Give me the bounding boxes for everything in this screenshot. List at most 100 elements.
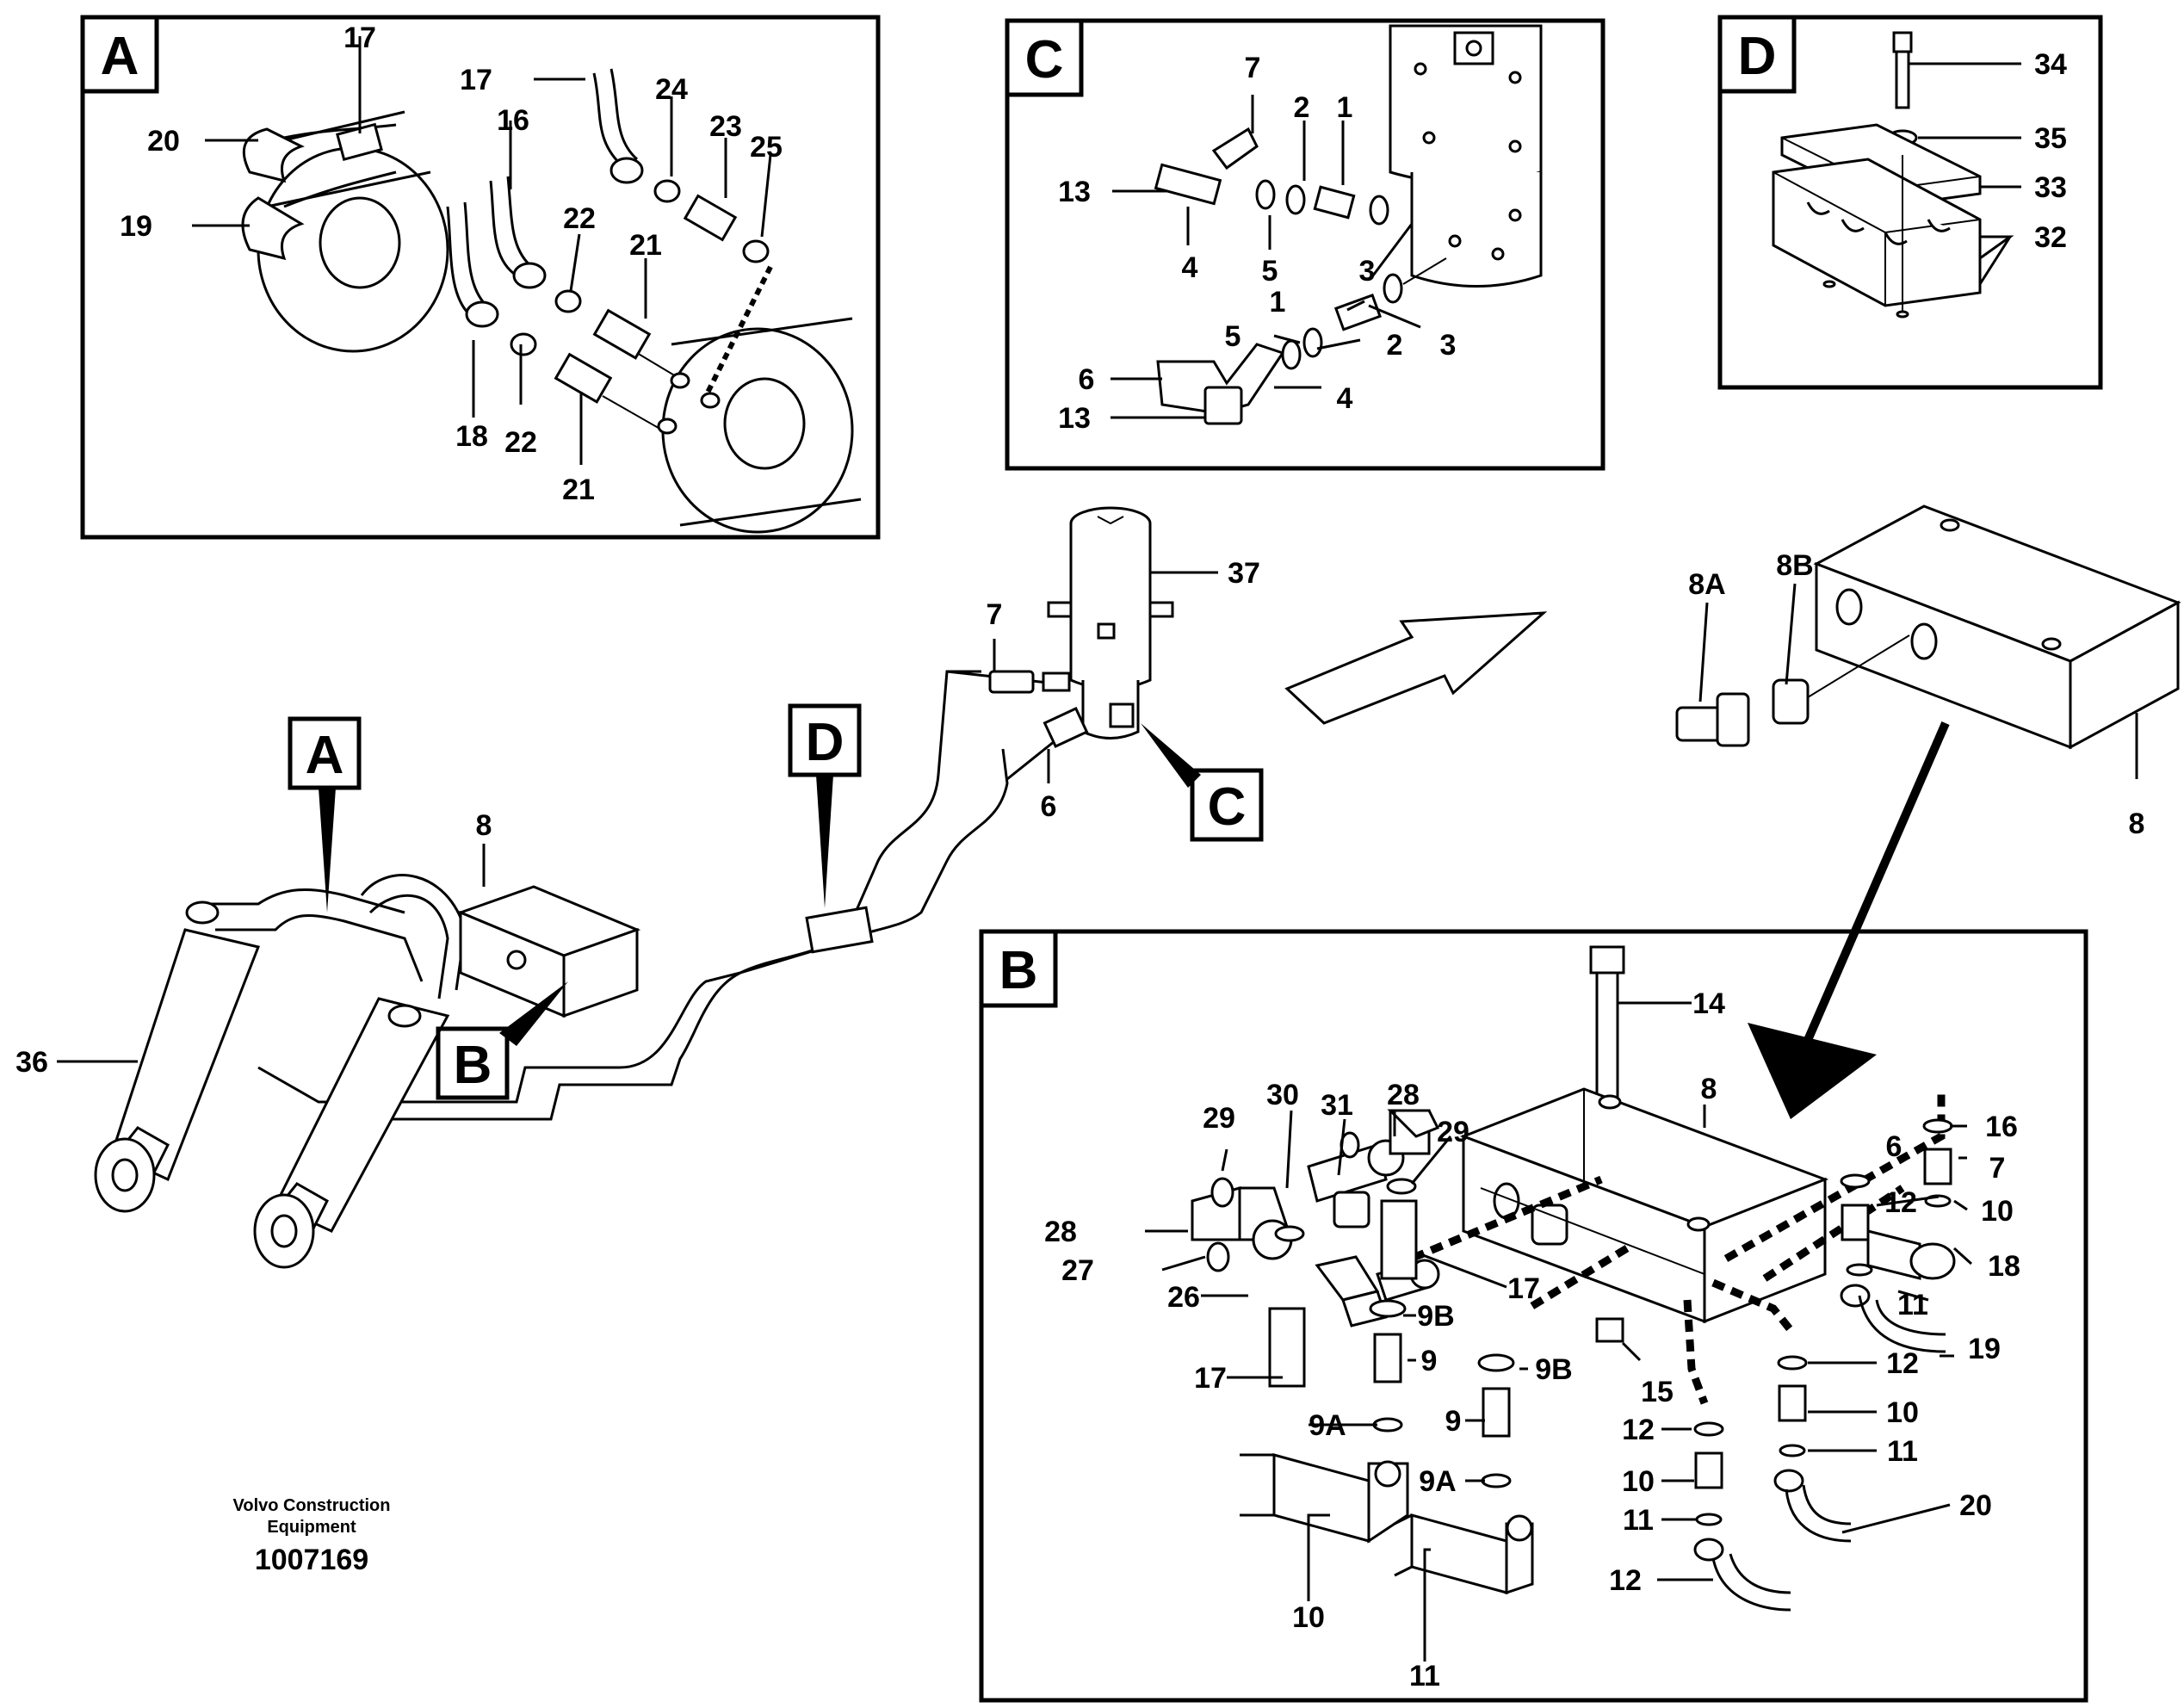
- view-a-label-10: 21: [629, 229, 662, 262]
- view-b-label-11: 17: [1194, 1362, 1227, 1395]
- view-a-label-1: 17: [343, 22, 376, 54]
- view-a-label-8: 25: [750, 131, 783, 164]
- view-b-label-6: 30: [1266, 1079, 1299, 1111]
- view-b-label-13: 9B: [1417, 1300, 1454, 1333]
- view-a-components: [241, 68, 862, 534]
- down-arrow-icon: [1748, 1023, 1877, 1119]
- view-b-label-24: 10: [1292, 1601, 1325, 1634]
- detail-title-box-d: [1717, 15, 1797, 94]
- view-a-label-3: 19: [120, 210, 152, 243]
- view-a-label-2: 20: [147, 125, 180, 158]
- view-c-label-4: 13: [1058, 176, 1091, 208]
- view-b-label-34: 12: [1886, 1347, 1919, 1380]
- view-c-label-13: 13: [1058, 402, 1091, 435]
- main-label-7: 7: [987, 598, 1003, 631]
- main-label-6: 6: [1041, 790, 1057, 823]
- cylinders-36: [94, 900, 450, 1269]
- main-label-37: 37: [1228, 557, 1260, 590]
- view-b-label-4: 31: [1321, 1089, 1353, 1122]
- view-b-label-37: 20: [1959, 1489, 1992, 1522]
- main-label-8b: 8B: [1776, 549, 1813, 582]
- view-b-label-32: 18: [1988, 1250, 2020, 1283]
- view-b-label-26: 16: [1985, 1111, 2018, 1143]
- detail-title-box-a: [80, 15, 159, 94]
- drawing-number: 1007169: [255, 1544, 368, 1576]
- view-a-label-6: 24: [655, 73, 688, 106]
- detail-title-b: B: [999, 941, 1038, 1000]
- view-b-label-23: 12: [1609, 1564, 1642, 1597]
- detail-view-c: C 7 2: [1005, 18, 1606, 471]
- callout-box-c: [1190, 768, 1264, 842]
- view-b-label-20: 12: [1622, 1414, 1655, 1446]
- callout-a: A: [306, 726, 344, 785]
- view-d-label-1: 34: [2034, 48, 2067, 81]
- view-b-label-30: 10: [1981, 1195, 2014, 1228]
- view-b-label-5: 29: [1437, 1116, 1469, 1148]
- main-label-8-right: 8: [2129, 808, 2145, 840]
- callout-b: B: [454, 1036, 492, 1095]
- view-a-label-12: 22: [504, 426, 537, 459]
- view-a-label-11: 18: [455, 420, 488, 453]
- view-c-label-10: 5: [1225, 320, 1241, 353]
- view-b-label-9: 27: [1061, 1254, 1094, 1287]
- valve-block-8-detail: [1675, 504, 2181, 750]
- view-b-label-21: 10: [1622, 1465, 1655, 1498]
- view-d-label-3: 33: [2034, 171, 2067, 204]
- view-c-label-7: 3: [1359, 255, 1376, 288]
- detail-view-d: D 34 35 33 32: [1717, 15, 2103, 390]
- view-b-label-15: 9B: [1535, 1353, 1572, 1386]
- detail-title-c: C: [1025, 30, 1064, 90]
- view-b-label-28: 7: [1989, 1152, 2006, 1185]
- view-c-label-6: 5: [1262, 255, 1278, 288]
- view-c-components: [1154, 24, 1543, 425]
- view-b-label-14: 9: [1421, 1345, 1438, 1377]
- detail-frame-b: [979, 929, 2088, 1703]
- view-b-label-7: 29: [1203, 1102, 1235, 1135]
- view-b-label-10: 26: [1167, 1281, 1200, 1314]
- view-b-label-27: 6: [1886, 1130, 1902, 1163]
- view-c-label-8: 1: [1270, 286, 1286, 319]
- main-label-8: 8: [476, 809, 492, 842]
- view-a-label-13: 21: [562, 473, 595, 506]
- view-c-label-14: 4: [1337, 382, 1353, 415]
- view-b-label-1: 14: [1692, 987, 1725, 1020]
- view-b-label-19: 15: [1641, 1376, 1674, 1408]
- view-a-label-5: 16: [497, 104, 529, 137]
- view-a-label-9: 22: [563, 202, 596, 235]
- view-b-label-22: 11: [1623, 1504, 1654, 1537]
- view-a-label-7: 23: [709, 110, 742, 143]
- swivel-37: [1047, 506, 1174, 740]
- view-b-label-29: 12: [1884, 1186, 1917, 1219]
- main-label-36: 36: [15, 1046, 48, 1079]
- callout-d: D: [806, 713, 845, 772]
- view-b-label-18: 9A: [1419, 1465, 1456, 1498]
- detail-frame-c: [1005, 18, 1606, 471]
- view-b-label-8: 28: [1044, 1216, 1077, 1248]
- view-b-label-3: 28: [1387, 1079, 1420, 1111]
- view-d-label-4: 32: [2034, 221, 2067, 254]
- view-b-label-25: 11: [1409, 1660, 1440, 1693]
- view-b-label-16: 9: [1445, 1405, 1462, 1438]
- credit-line-1: Volvo Construction: [233, 1496, 391, 1515]
- main-overview: 8A 8B 8: [15, 504, 2181, 1576]
- detail-title-box-c: [1005, 18, 1084, 97]
- detail-title-a: A: [101, 27, 139, 86]
- callout-box-b: [436, 1026, 510, 1100]
- detail-title-d: D: [1738, 27, 1777, 86]
- callout-c: C: [1208, 777, 1247, 837]
- credit-line-2: Equipment: [267, 1518, 356, 1537]
- view-c-label-11: 2: [1387, 329, 1403, 362]
- view-c-label-3: 1: [1337, 91, 1353, 124]
- view-c-label-2: 2: [1294, 91, 1310, 124]
- view-b-label-33: 19: [1968, 1333, 2001, 1365]
- view-b-label-12: 17: [1507, 1272, 1540, 1305]
- view-b-label-36: 11: [1887, 1435, 1918, 1468]
- view-b-label-35: 10: [1886, 1396, 1919, 1429]
- view-a-label-4: 17: [460, 64, 492, 96]
- view-b-label-2: 8: [1701, 1073, 1717, 1105]
- detail-frame-d: [1717, 15, 2103, 390]
- view-c-label-12: 6: [1079, 363, 1095, 396]
- view-b-label-31: 11: [1897, 1289, 1928, 1321]
- view-c-label-9: 3: [1440, 329, 1457, 362]
- main-label-8a: 8A: [1688, 568, 1725, 601]
